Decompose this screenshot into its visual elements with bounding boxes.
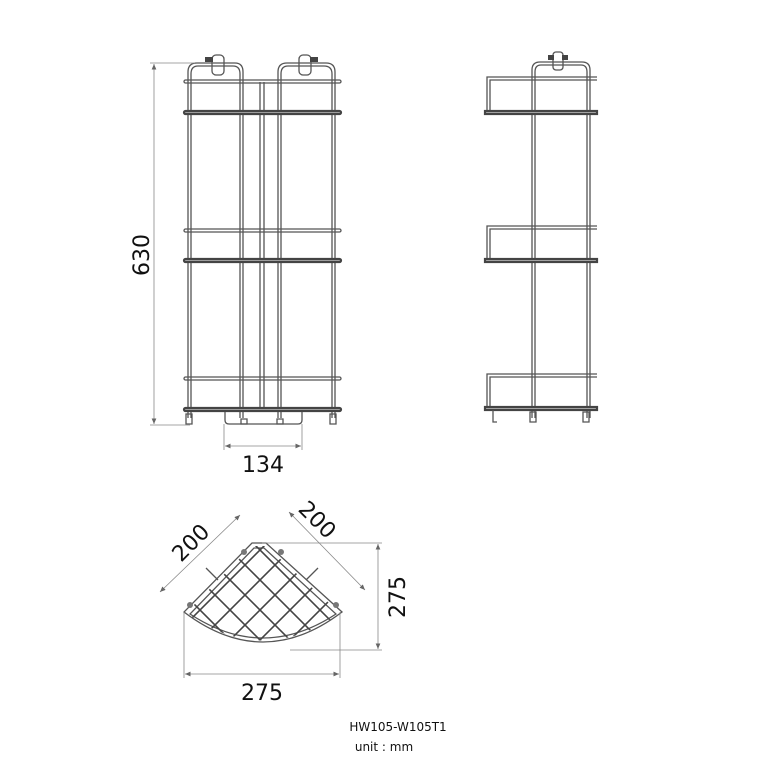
side-view xyxy=(483,51,599,423)
model-number: HW105-W105T1 xyxy=(349,720,446,734)
hook-icon xyxy=(205,54,225,76)
hook-icon xyxy=(548,51,568,71)
plan-dimensions: 200 200 275 275 xyxy=(159,497,411,706)
hook-icon xyxy=(298,54,318,76)
width-dimension: 134 xyxy=(223,424,303,478)
height-dimension: 630 xyxy=(130,62,195,426)
height-label: 630 xyxy=(130,234,155,276)
front-view xyxy=(182,54,343,425)
side-a-label: 200 xyxy=(168,520,215,567)
unit-label: unit : mm xyxy=(355,740,413,754)
depth-label: 275 xyxy=(386,576,411,618)
plan-width-label: 275 xyxy=(241,681,283,706)
width-label: 134 xyxy=(242,453,284,478)
side-b-label: 200 xyxy=(293,497,340,544)
